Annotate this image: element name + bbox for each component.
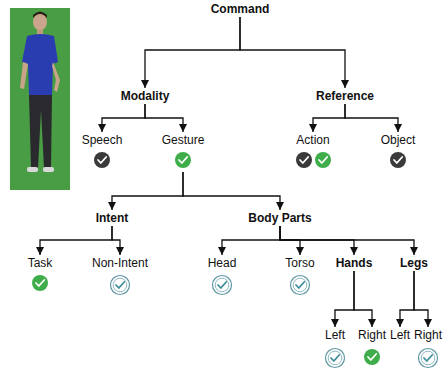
person-trousers (29, 95, 52, 168)
tree-node: Head (206, 255, 239, 271)
tree-node: Gesture (160, 132, 207, 172)
check-outline (213, 276, 232, 295)
tree-connector (222, 226, 280, 255)
check-green (315, 152, 331, 168)
node-label: Body Parts (248, 211, 311, 225)
tree-node: Command (209, 1, 272, 17)
tree-connector (335, 271, 354, 327)
tree-node: Right (356, 327, 388, 343)
person-hair (33, 12, 47, 19)
check-dark (390, 152, 406, 168)
tree-connector (40, 226, 112, 255)
node-label: Command (211, 2, 270, 16)
tree-node: Speech (80, 132, 125, 148)
tree-node: Legs (398, 255, 430, 271)
tree-connector (345, 104, 398, 132)
person-right-shoe (43, 167, 54, 172)
node-label: Intent (96, 211, 129, 225)
person-right-arm (52, 62, 60, 92)
check-green (32, 275, 48, 291)
person-head (33, 14, 47, 31)
node-label: Right (414, 328, 442, 342)
tree-connector (240, 17, 345, 88)
tree-connector (102, 104, 145, 132)
green-screen (10, 8, 70, 190)
tree-node: Torso (283, 255, 316, 271)
tree-node: Non-Intent (90, 255, 150, 271)
node-label: Modality (121, 89, 170, 103)
check-green (364, 349, 380, 365)
check-green (175, 152, 191, 168)
node-label: Speech (82, 133, 123, 147)
tree-node: Reference (314, 88, 376, 104)
tree-connector (145, 104, 183, 132)
node-label: Left (390, 328, 410, 342)
node-label: Legs (400, 256, 428, 270)
node-label: Hands (336, 256, 373, 270)
tree-connector (414, 271, 428, 327)
check-outline (419, 349, 438, 368)
tree-connector (183, 172, 280, 210)
tree-node: Intent (94, 210, 131, 226)
node-label: Right (358, 328, 386, 342)
tree-node: Left (323, 327, 347, 343)
green-screen-light (10, 8, 70, 190)
tree-node: Right (412, 327, 444, 343)
tree-connector (112, 226, 120, 255)
check-outline (326, 349, 345, 368)
tree-node: Object (379, 132, 418, 148)
node-label: Action (296, 133, 329, 147)
tree-node: Body Parts (246, 210, 313, 226)
node-label: Torso (285, 256, 314, 270)
node-label: Gesture (162, 133, 205, 147)
tree-connector (112, 172, 183, 210)
check-outline (291, 276, 310, 295)
tree-connector (145, 17, 240, 88)
node-label: Left (325, 328, 345, 342)
check-outline (111, 276, 130, 295)
tree-node: Modality (119, 88, 172, 104)
tree-node: Action (294, 132, 331, 148)
tree-connector (354, 271, 372, 327)
node-label: Reference (316, 89, 374, 103)
node-label: Object (381, 133, 416, 147)
tree-connector (280, 226, 414, 255)
tree-connector (313, 104, 345, 132)
tree-node: Task (26, 255, 55, 271)
person-left-shoe (27, 167, 38, 172)
check-dark (296, 152, 312, 168)
node-label: Task (28, 256, 53, 270)
tree-node: Hands (334, 255, 375, 271)
tree-node: Left (388, 327, 412, 343)
person-left-arm (20, 62, 28, 89)
check-dark (94, 152, 110, 168)
node-label: Non-Intent (92, 256, 148, 270)
node-label: Head (208, 256, 237, 270)
tree-connector (400, 271, 414, 327)
